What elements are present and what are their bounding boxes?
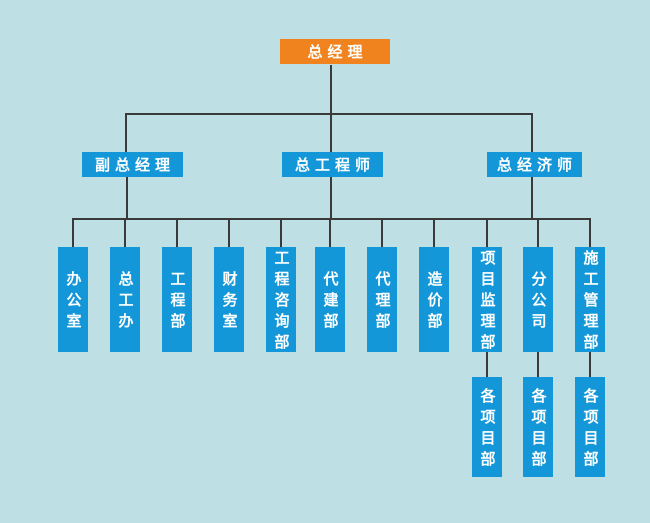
node-label: 总工程师 xyxy=(294,157,375,174)
node-chief-engineer: 总工程师 xyxy=(282,152,383,177)
node-label: 代建部 xyxy=(321,271,339,334)
node-agent-construction-dept: 代建部 xyxy=(315,247,345,352)
node-agency-dept: 代理部 xyxy=(367,247,397,352)
connector-line xyxy=(531,177,533,219)
connector-line xyxy=(589,352,591,378)
connector-line xyxy=(486,218,488,248)
connector-line xyxy=(531,113,533,152)
node-label: 财务室 xyxy=(220,271,238,334)
node-label: 工程部 xyxy=(168,271,186,334)
node-label: 办公室 xyxy=(64,271,82,334)
node-branch-company: 分公司 xyxy=(523,247,553,352)
node-label: 工程咨询部 xyxy=(272,250,290,355)
node-construction-management-dept: 施工管理部 xyxy=(575,247,605,355)
connector-line xyxy=(486,352,488,378)
node-label: 代理部 xyxy=(373,271,391,334)
connector-line xyxy=(381,218,383,248)
node-chief-engineer-office: 总工办 xyxy=(110,247,140,352)
node-general-manager: 总经理 xyxy=(280,39,390,64)
node-project-unit: 各项目部 xyxy=(575,377,605,477)
connector-line xyxy=(125,113,533,115)
connector-line xyxy=(280,218,282,248)
connector-line xyxy=(228,218,230,248)
node-label: 总经理 xyxy=(307,44,368,61)
connector-line xyxy=(125,113,127,152)
node-label: 总经济师 xyxy=(496,157,577,174)
node-engineering-dept: 工程部 xyxy=(162,247,192,352)
connector-line xyxy=(330,177,332,219)
connector-line xyxy=(126,177,128,219)
node-engineering-consulting-dept: 工程咨询部 xyxy=(266,247,296,355)
node-deputy-general-manager: 副总经理 xyxy=(82,152,183,177)
connector-line xyxy=(589,218,591,248)
node-label: 造价部 xyxy=(425,271,443,334)
connector-line xyxy=(329,218,331,248)
node-project-supervision-dept: 项目监理部 xyxy=(472,247,502,355)
connector-line xyxy=(537,218,539,248)
node-chief-economist: 总经济师 xyxy=(487,152,582,177)
node-office: 办公室 xyxy=(58,247,88,352)
node-label: 分公司 xyxy=(529,271,547,334)
node-label: 项目监理部 xyxy=(478,250,496,355)
connector-line xyxy=(330,65,332,152)
node-project-unit: 各项目部 xyxy=(472,377,502,477)
node-label: 各项目部 xyxy=(478,388,496,472)
node-label: 各项目部 xyxy=(529,388,547,472)
connector-line xyxy=(124,218,126,248)
node-finance-office: 财务室 xyxy=(214,247,244,352)
node-label: 各项目部 xyxy=(581,388,599,472)
connector-line xyxy=(72,218,591,220)
connector-line xyxy=(537,352,539,378)
node-project-unit: 各项目部 xyxy=(523,377,553,477)
node-label: 副总经理 xyxy=(94,157,175,174)
node-label: 总工办 xyxy=(116,271,134,334)
connector-line xyxy=(72,218,74,248)
connector-line xyxy=(433,218,435,248)
node-cost-dept: 造价部 xyxy=(419,247,449,352)
node-label: 施工管理部 xyxy=(581,250,599,355)
connector-line xyxy=(176,218,178,248)
